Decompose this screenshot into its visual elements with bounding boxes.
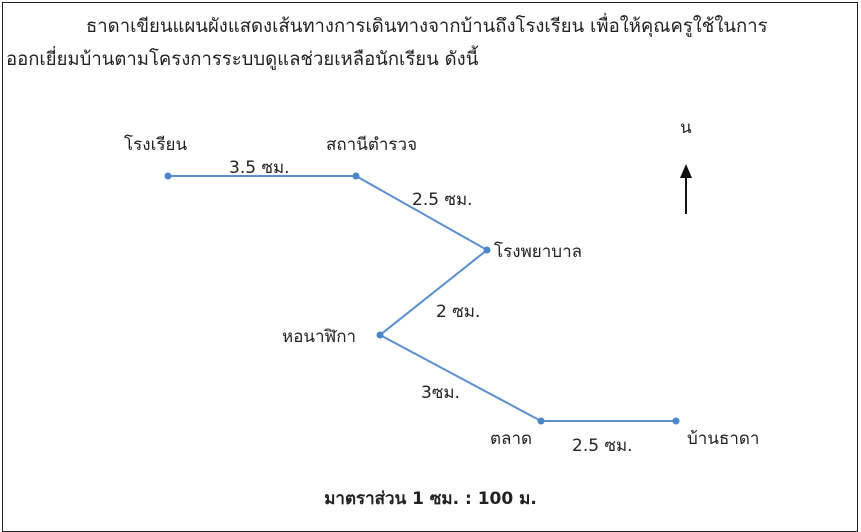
point-hospital — [483, 246, 491, 254]
route-points — [164, 172, 680, 425]
north-arrow-icon — [680, 164, 692, 214]
point-home — [672, 417, 680, 425]
point-school — [164, 172, 172, 180]
distance-market-home: 2.5 ซม. — [572, 436, 633, 456]
distance-school-police: 3.5 ซม. — [229, 158, 290, 178]
route-clock-market — [379, 334, 542, 422]
north-label: น — [680, 118, 692, 138]
point-market — [537, 417, 545, 425]
point-police — [352, 172, 360, 180]
label-police: สถานีตำรวจ — [326, 135, 417, 155]
point-clock-tower — [376, 331, 384, 339]
label-hospital: โรงพยาบาล — [494, 241, 582, 262]
paragraph-line-1: ธาดาเขียนแผนผังแสดงเส้นทางการเดินทางจากบ… — [86, 16, 768, 37]
problem-paragraph: ธาดาเขียนแผนผังแสดงเส้นทางการเดินทางจากบ… — [6, 10, 851, 76]
label-home: บ้านธาดา — [687, 429, 759, 449]
label-school: โรงเรียน — [124, 134, 187, 155]
distance-police-hospital: 2.5 ซม. — [412, 190, 473, 210]
paragraph-line-2: ออกเยี่ยมบ้านตามโครงการระบบดูแลช่วยเหลือ… — [6, 49, 479, 70]
route-lines — [168, 175, 676, 422]
distance-clock-market: 3ซม. — [421, 383, 460, 403]
label-clock-tower: หอนาฬิกา — [282, 327, 356, 347]
scale-label: มาตราส่วน 1 ซม. : 100 ม. — [324, 489, 537, 509]
route-hospital-clock — [379, 249, 488, 336]
distance-hospital-clock: 2 ซม. — [436, 302, 480, 322]
route-police-hospital — [355, 175, 488, 251]
route-map: โรงเรียน สถานีตำรวจ โรงพยาบาล หอนาฬิกา ต… — [124, 118, 759, 456]
label-market: ตลาด — [490, 429, 532, 449]
